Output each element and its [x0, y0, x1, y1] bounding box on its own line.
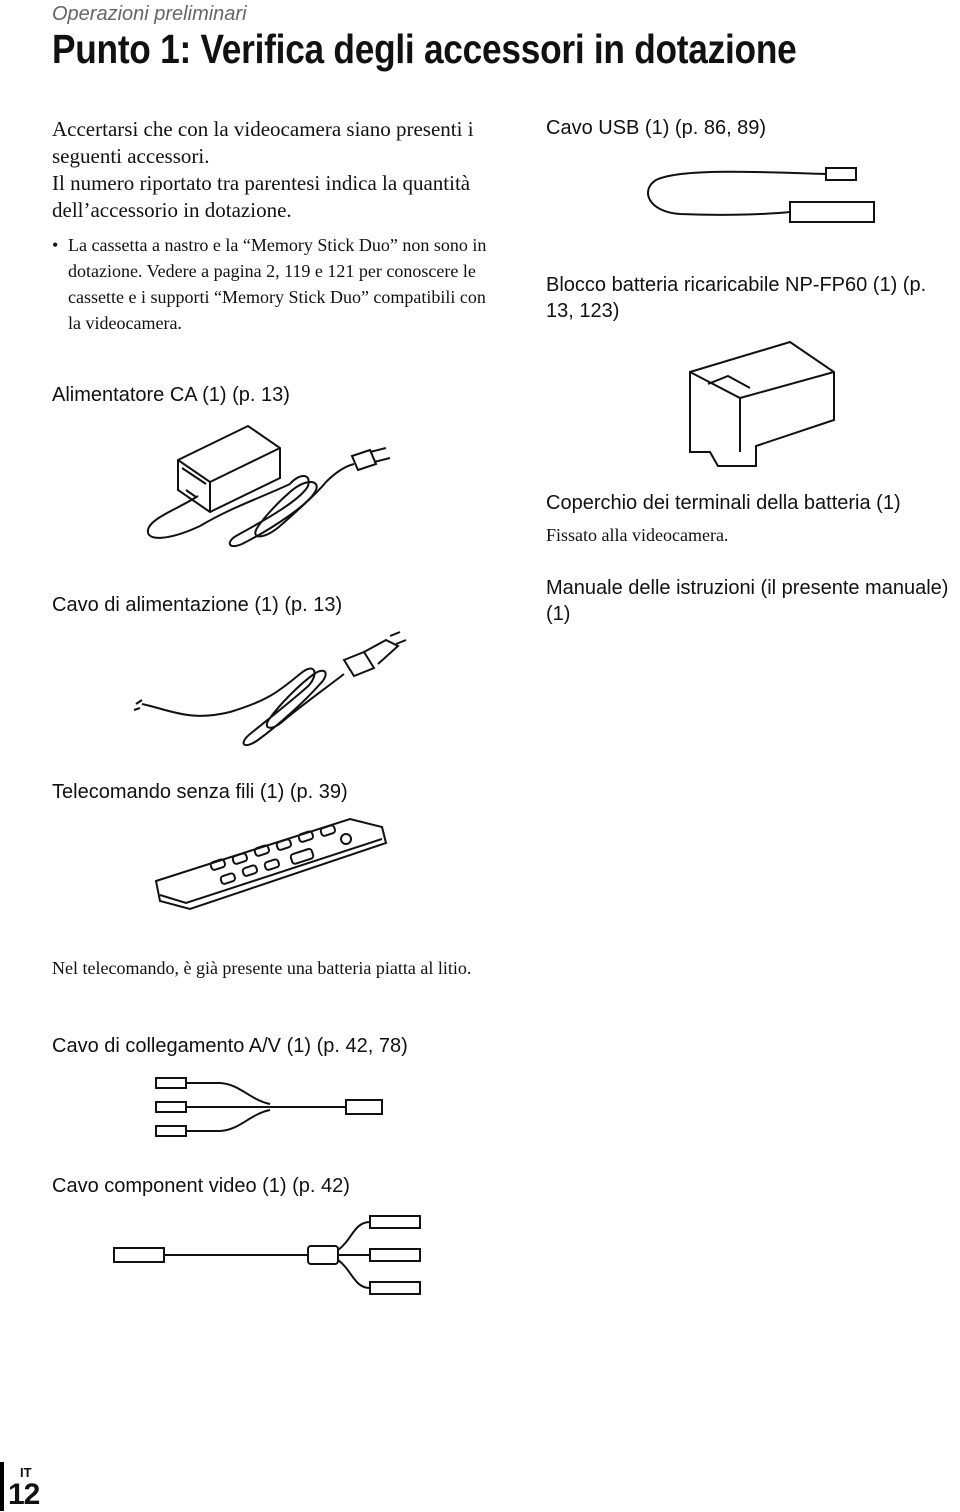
power-cord-illustration — [133, 631, 407, 747]
battery-pack-illustration — [689, 340, 835, 467]
section-label: Operazioni preliminari — [52, 3, 247, 25]
ac-adaptor-illustration — [146, 424, 391, 548]
page-title: Punto 1: Verifica degli accessori in dot… — [52, 26, 797, 72]
page-number: 12 — [8, 1478, 40, 1511]
remote-note: Nel telecomando, è già presente una batt… — [52, 958, 472, 978]
terminal-cover-note: Fissato alla videocamera. — [546, 525, 729, 545]
bullet-mark: • — [52, 235, 59, 255]
bullet-note: • La cassetta a nastro e la “Memory Stic… — [52, 232, 492, 336]
item-manual-label: Manuale delle istruzioni (il presente ma… — [546, 577, 949, 625]
item-power-cord-label: Cavo di alimentazione (1) (p. 13) — [52, 594, 343, 616]
usb-cable-illustration — [647, 167, 875, 223]
item-usb-cable-label: Cavo USB (1) (p. 86, 89) — [546, 117, 767, 139]
remote-control-illustration — [154, 817, 388, 911]
intro-paragraph-2: Il numero riportato tra parentesi indica… — [52, 171, 471, 222]
item-component-cable-label: Cavo component video (1) (p. 42) — [52, 1175, 350, 1197]
item-remote-label: Telecomando senza fili (1) (p. 39) — [52, 781, 348, 803]
item-ac-adaptor-label: Alimentatore CA (1) (p. 13) — [52, 384, 290, 406]
language-tag: IT — [20, 1465, 32, 1480]
av-cable-illustration — [155, 1077, 383, 1137]
item-av-cable-label: Cavo di collegamento A/V (1) (p. 42, 78) — [52, 1035, 408, 1057]
bullet-text: La cassetta a nastro e la “Memory Stick … — [68, 235, 487, 333]
item-battery-label: Blocco batteria ricaricabile NP-FP60 (1)… — [546, 274, 927, 322]
item-terminal-cover-label: Coperchio dei terminali della batteria (… — [546, 492, 901, 514]
component-cable-illustration — [113, 1215, 421, 1295]
page-edge-bar — [0, 1462, 4, 1511]
intro-paragraph-1: Accertarsi che con la videocamera siano … — [52, 117, 474, 168]
intro-text: Accertarsi che con la videocamera siano … — [52, 116, 482, 224]
